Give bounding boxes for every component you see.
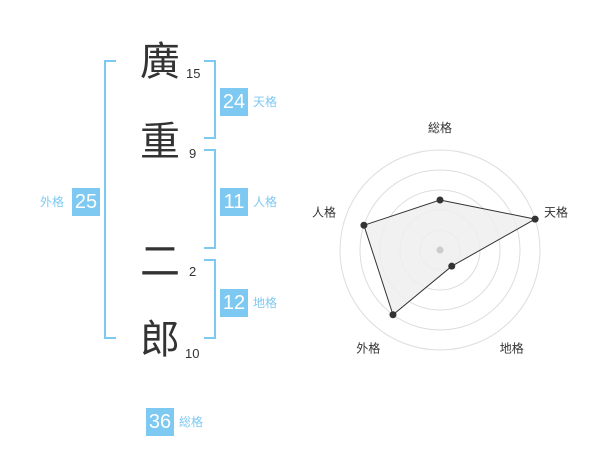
gaikaku-bracket	[104, 60, 116, 339]
stroke-count-3: 2	[189, 264, 197, 279]
radar-ring	[359, 169, 521, 331]
soukaku-badge: 36	[146, 408, 174, 436]
radar-axis-label-3: 地格	[500, 341, 524, 356]
radar-polygon	[363, 199, 537, 316]
jinkaku-badge: 11	[220, 188, 248, 216]
radar-axis-label-4: 外格	[356, 341, 380, 356]
jinkaku-label: 人格	[253, 195, 278, 209]
tenkaku-bracket	[204, 60, 216, 139]
name-char-1: 廣	[140, 39, 180, 85]
radar-axis-label-5: 人格	[312, 204, 336, 219]
name-char-3: 二	[140, 239, 180, 285]
radar-point-2	[531, 215, 539, 223]
stroke-count-2: 9	[189, 146, 197, 161]
radar-center-dot	[436, 246, 444, 254]
stroke-count-1: 15	[186, 66, 201, 81]
chikaku-label: 地格	[253, 296, 278, 310]
tenkaku-badge: 24	[220, 88, 248, 116]
jinkaku-bracket	[204, 149, 216, 249]
radar-point-1	[436, 196, 444, 204]
tenkaku-label: 天格	[253, 95, 278, 109]
radar-ring	[339, 149, 541, 351]
radar-point-3	[448, 262, 456, 270]
radar-point-4	[389, 311, 397, 319]
gaikaku-label: 外格	[40, 195, 65, 209]
gaikaku-badge: 25	[72, 188, 100, 216]
radar-point-5	[360, 221, 368, 229]
radar-axis-label-1: 総格	[428, 120, 452, 135]
name-char-4: 郎	[140, 317, 180, 363]
chikaku-bracket	[204, 259, 216, 339]
name-char-2: 重	[140, 119, 180, 165]
stroke-count-4: 10	[185, 346, 200, 361]
soukaku-label: 総格	[179, 415, 204, 429]
chikaku-badge: 12	[220, 289, 248, 317]
radar-axis-label-2: 天格	[544, 204, 568, 219]
